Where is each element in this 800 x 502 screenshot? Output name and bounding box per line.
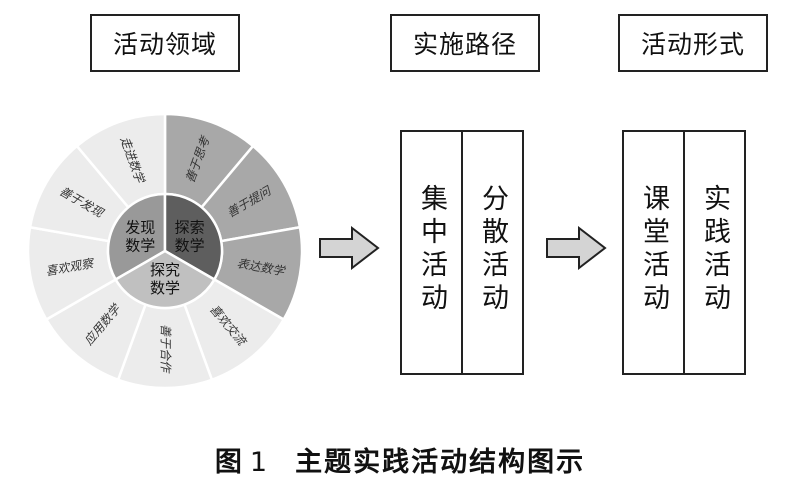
inner-wheel-label: 探索 [175,218,205,236]
inner-wheel-label: 发现 [125,218,155,236]
header-activity-domain: 活动领域 [90,14,240,72]
implementation-path-box: 集中活动 分散活动 [400,130,524,375]
caption-figure: 图 [214,447,244,478]
form-column-label: 实践活动 [699,184,730,316]
path-column: 分散活动 [461,132,522,373]
caption-title: 主题实践活动结构图示 [295,447,586,478]
path-column: 集中活动 [402,132,461,373]
inner-wheel-label: 数学 [175,236,205,254]
form-column: 课堂活动 [624,132,683,373]
inner-wheel-label: 数学 [150,279,180,297]
header-activity-form: 活动形式 [618,14,768,72]
arrow-right-icon [319,226,380,270]
inner-wheel-label: 探究 [150,261,180,279]
activity-form-box: 课堂活动 实践活动 [622,130,746,375]
form-column-label: 课堂活动 [638,184,669,316]
path-column-label: 集中活动 [416,184,447,316]
activity-domain-wheel: 善于思考善于提问表达数学喜欢交流善于合作应用数学喜欢观察善于发现走进数学发现数学… [26,112,304,390]
form-column: 实践活动 [683,132,744,373]
inner-wheel-segment [113,249,217,310]
caption-number: 1 [249,447,270,478]
outer-wheel-label: 善于合作 [159,324,173,374]
path-column-label: 分散活动 [477,184,508,316]
inner-wheel-label: 数学 [125,236,155,254]
arrow-right-icon [546,226,607,270]
header-implementation-path: 实施路径 [390,14,540,72]
